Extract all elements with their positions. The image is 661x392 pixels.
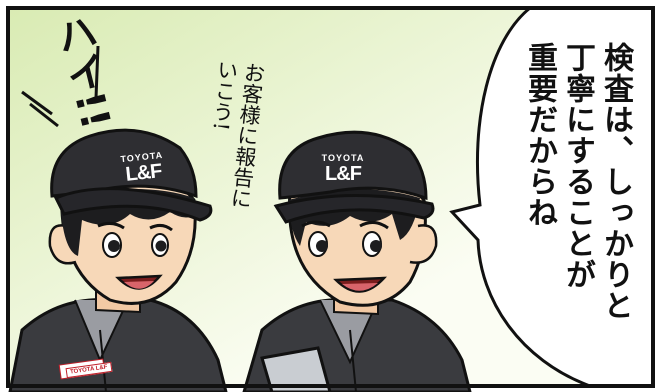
speech-bubble-text: 検査は、しっかりと 丁寧にすることが 重要だからね (522, 42, 633, 321)
motion-lines (21, 45, 100, 128)
cap-logo-right-mark: L&F (325, 163, 362, 185)
cap-logo-right-brand: TOYOTA (321, 153, 365, 163)
speech-bubble (449, 6, 655, 388)
panel-border (6, 6, 655, 388)
right-character (242, 130, 472, 392)
cap-logo-right: TOYOTA L&F (303, 153, 383, 186)
left-character (8, 128, 228, 392)
